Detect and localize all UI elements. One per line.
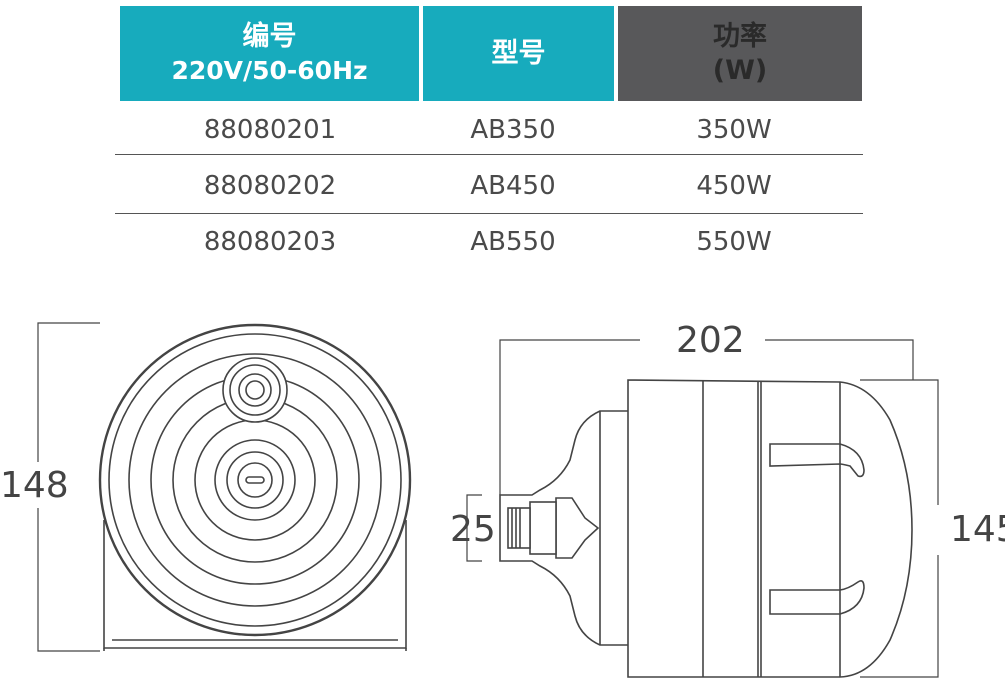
header-power-label: 功率	[713, 20, 767, 52]
table-cell: 450W	[696, 171, 772, 201]
table-cell: 550W	[696, 227, 772, 257]
row-divider	[115, 154, 863, 155]
side-view-drawing: 202 25 145	[450, 320, 1005, 678]
header-code-label: 编号	[242, 20, 297, 52]
table-cell: AB350	[470, 115, 556, 145]
table-cell: 350W	[696, 115, 772, 145]
table-cell: 88080203	[203, 227, 337, 257]
table-cell: 88080201	[203, 115, 337, 145]
side-length-dimension: 202	[676, 320, 745, 361]
header-code-voltage: 220V/50-60Hz	[171, 55, 368, 85]
header-code: 编号 220V/50-60Hz	[120, 6, 419, 101]
table-cell: 88080202	[203, 171, 337, 201]
header-model: 型号	[423, 6, 614, 101]
row-divider	[115, 213, 863, 214]
header-model-label: 型号	[491, 37, 546, 69]
header-power: 功率 (W)	[618, 6, 862, 101]
side-height-dimension: 145	[950, 509, 1005, 550]
table-cell: AB550	[470, 227, 556, 257]
header-power-unit: (W)	[712, 54, 768, 86]
front-view-drawing: 148	[0, 322, 412, 652]
front-height-dimension: 148	[0, 465, 69, 506]
outlet-diameter-dimension: 25	[450, 509, 496, 550]
table-cell: AB450	[470, 171, 556, 201]
